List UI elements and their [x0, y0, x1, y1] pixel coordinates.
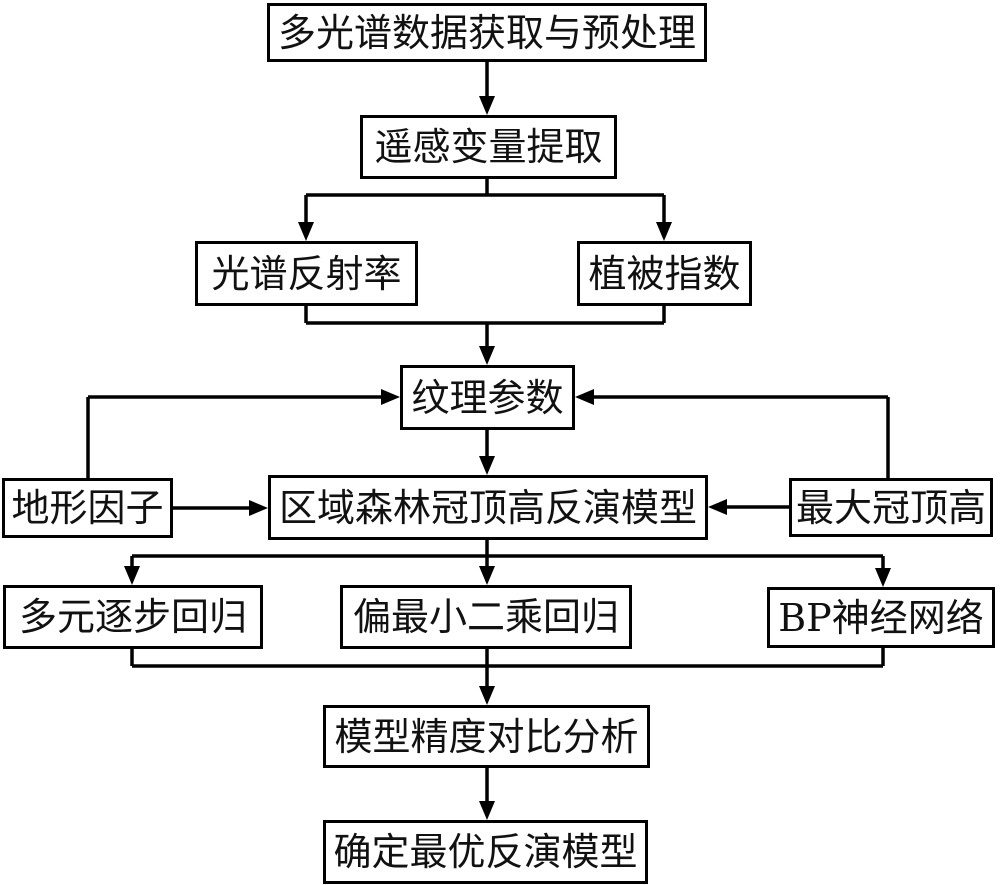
connector-lines [86, 62, 890, 804]
node-reflectance: 光谱反射率 [195, 241, 418, 306]
node-preprocess: 多光谱数据获取与预处理 [267, 3, 707, 62]
arrow-right-icon [381, 389, 400, 405]
arrow-down-icon [479, 346, 495, 365]
node-bpnn: BP神经网络 [767, 587, 995, 648]
node-terrain: 地形因子 [2, 478, 173, 538]
node-compare: 模型精度对比分析 [323, 705, 650, 768]
arrowheads [124, 96, 891, 820]
node-stepwise: 多元逐步回归 [3, 585, 263, 649]
node-pls: 偏最小二乘回归 [340, 585, 632, 649]
arrow-down-icon [479, 456, 495, 475]
node-optimal: 确定最优反演模型 [323, 820, 648, 884]
node-model: 区域森林冠顶高反演模型 [268, 475, 708, 540]
arrow-left-icon [708, 499, 727, 515]
arrow-down-icon [298, 222, 314, 241]
arrow-down-icon [479, 686, 495, 705]
arrow-down-icon [656, 222, 672, 241]
node-vegindex: 植被指数 [577, 241, 752, 306]
node-extract: 遥感变量提取 [360, 115, 617, 179]
arrow-down-icon [479, 801, 495, 820]
arrow-down-icon [124, 566, 140, 585]
arrow-down-icon [479, 566, 495, 585]
arrow-down-icon [479, 96, 495, 115]
node-maxheight: 最大冠顶高 [789, 478, 993, 537]
node-texture: 纹理参数 [400, 365, 575, 430]
arrow-right-icon [249, 500, 268, 516]
arrow-down-icon [875, 568, 891, 587]
arrow-left-icon [575, 389, 594, 405]
